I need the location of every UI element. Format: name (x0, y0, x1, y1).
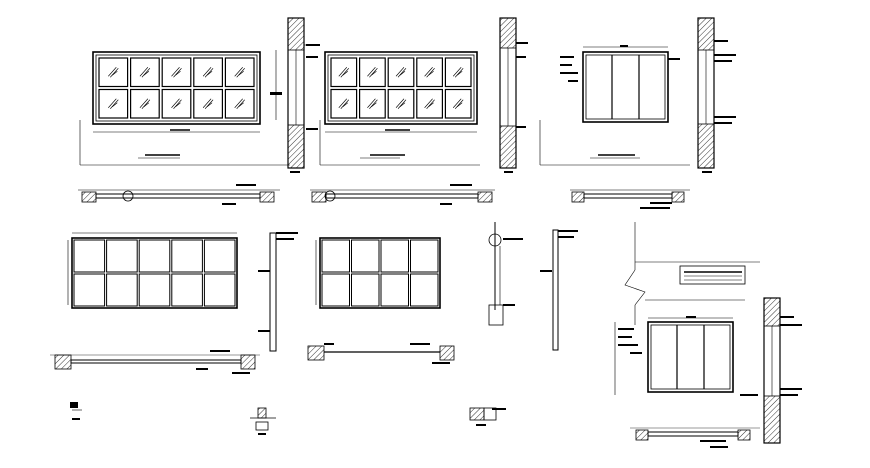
window-pane (138, 273, 171, 307)
glass-reflection-mark (424, 98, 435, 110)
window-elevation-10-pane-top-left (79, 51, 290, 166)
window-pane (359, 57, 386, 88)
window-frame-elevation-8-pane-bottom-middle (315, 237, 441, 309)
window-pane (416, 57, 443, 88)
glass-reflection-mark (108, 98, 119, 110)
glass-reflection-mark (234, 98, 245, 110)
small-detail-left (70, 402, 82, 420)
glass-reflection-mark (452, 98, 464, 110)
window-pane (224, 88, 255, 119)
mullion-detail (488, 222, 523, 326)
window-pane (193, 57, 224, 88)
glass-reflection-mark (395, 66, 407, 78)
window-pane (330, 88, 358, 119)
glass-reflection-mark (452, 66, 464, 78)
window-pane (73, 239, 106, 273)
glass-reflection-mark (108, 66, 119, 78)
sill-section-middle (310, 184, 495, 205)
window-pane (321, 273, 350, 307)
window-pane (138, 239, 171, 273)
window-pane (98, 57, 129, 88)
glass-reflection-mark (367, 98, 378, 110)
window-pane (203, 239, 236, 273)
glass-reflection-mark (338, 66, 350, 78)
window-pane (330, 57, 358, 88)
window-pane (130, 88, 160, 119)
window-pane (351, 273, 380, 307)
window-pane (410, 239, 439, 273)
window-pane (387, 88, 415, 119)
window-pane (203, 273, 236, 307)
window-pane (98, 88, 129, 119)
glass-reflection-mark (139, 98, 151, 110)
wall-section-top-right (697, 17, 736, 173)
glass-reflection-mark (171, 66, 182, 78)
wall-break-detail (624, 222, 760, 325)
wall-section-top-middle (499, 17, 528, 173)
window-pane (416, 88, 443, 119)
window-pane (351, 239, 380, 273)
window-pane (130, 57, 160, 88)
glass-reflection-mark (424, 66, 435, 78)
glass-reflection-mark (395, 98, 407, 110)
sliding-door-elevation-top-right (539, 45, 690, 166)
window-pane (380, 273, 409, 307)
small-detail-center-left (250, 407, 276, 435)
glass-reflection-mark (338, 98, 350, 110)
wall-section-bottom-right (740, 297, 802, 444)
window-pane (444, 88, 472, 119)
window-pane (171, 273, 203, 307)
sill-section-bottom-right (630, 427, 760, 448)
window-frame-elevation-10-pane-bottom-left (67, 232, 238, 309)
glass-reflection-mark (202, 66, 214, 78)
window-pane (106, 239, 138, 273)
glass-reflection-mark (202, 98, 214, 110)
window-pane (380, 239, 409, 273)
vertical-section-bottom-left (258, 232, 298, 352)
window-pane (410, 273, 439, 307)
glass-reflection-mark (367, 66, 378, 78)
glass-reflection-mark (171, 98, 182, 110)
vertical-section-middle-right (540, 229, 578, 351)
sill-section-left (78, 184, 280, 205)
glass-reflection-mark (139, 66, 151, 78)
window-pane (444, 57, 472, 88)
window-pane (161, 57, 192, 88)
head-section-bottom-middle (307, 343, 455, 364)
window-elevation-10-pane-top-middle (319, 51, 480, 166)
window-pane (321, 239, 350, 273)
head-section-bottom-left (50, 350, 260, 374)
small-detail-center (469, 407, 506, 426)
window-pane (171, 239, 203, 273)
sliding-door-elevation-bottom-right (614, 316, 734, 395)
glass-reflection-mark (234, 66, 245, 78)
window-pane (106, 273, 138, 307)
wall-section-top-left (275, 17, 320, 173)
sill-section-right (570, 189, 690, 209)
window-pane (73, 273, 106, 307)
window-pane (387, 57, 415, 88)
window-pane (359, 88, 386, 119)
window-pane (224, 57, 255, 88)
window-pane (193, 88, 224, 119)
window-pane (161, 88, 192, 119)
